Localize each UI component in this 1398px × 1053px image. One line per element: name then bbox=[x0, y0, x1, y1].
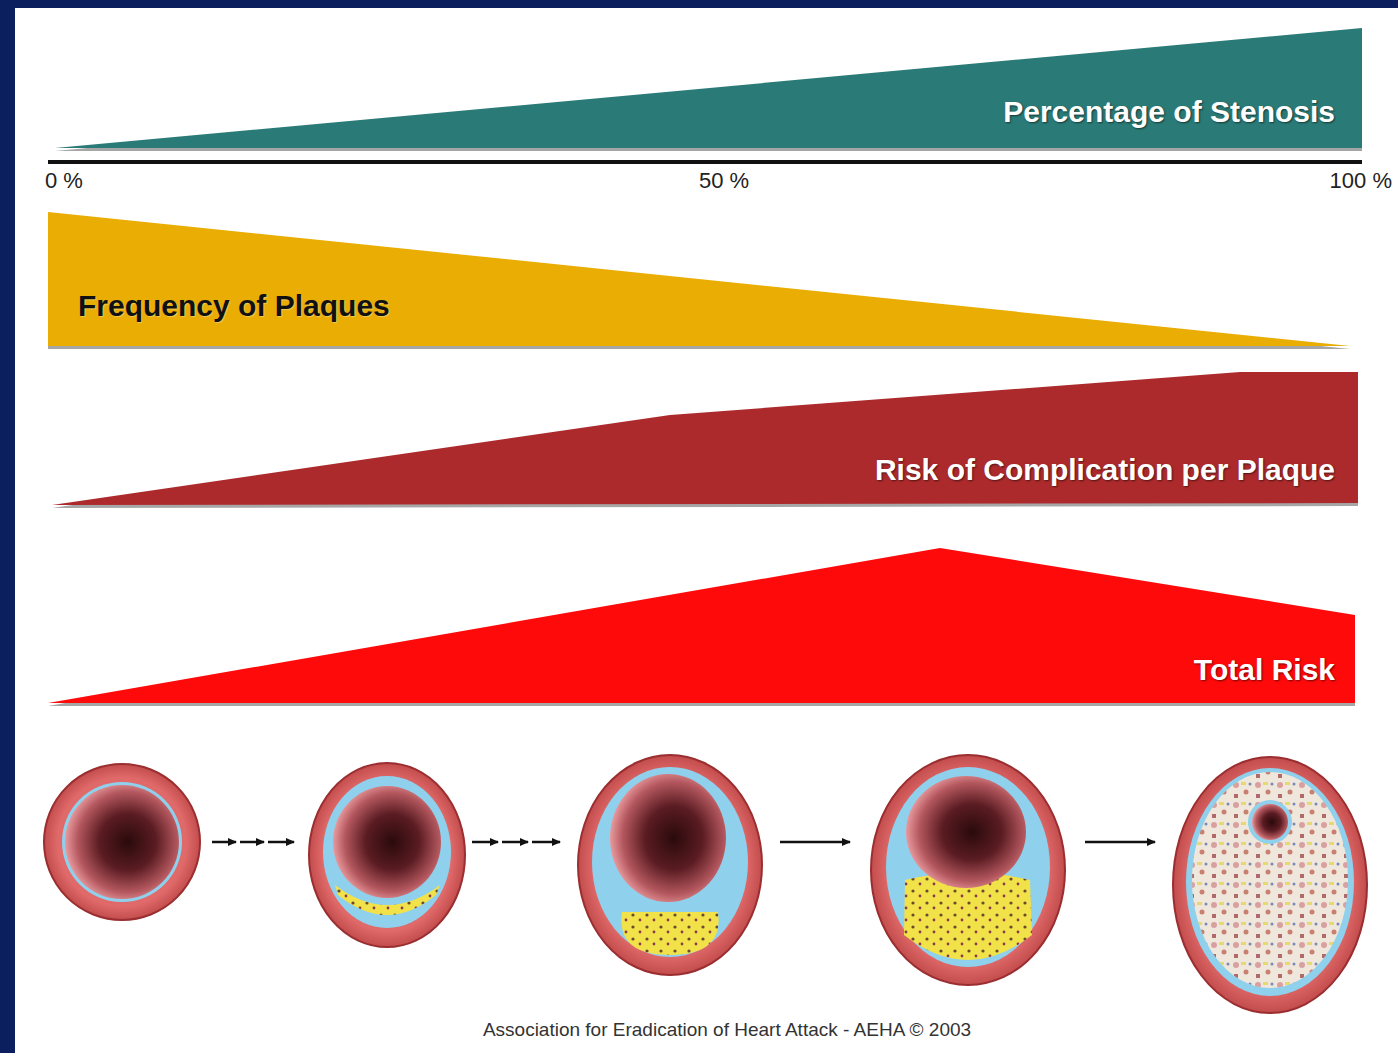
stenosis-band: Percentage of Stenosis bbox=[48, 22, 1368, 152]
plaque-frequency-band: Frequency of Plaques bbox=[44, 208, 1356, 350]
band-label: Frequency of Plaques bbox=[78, 289, 390, 324]
total-risk-band: Total Risk bbox=[44, 542, 1360, 708]
axis-tick-label: 100 % bbox=[1330, 169, 1392, 193]
axis-tick-label: 50 % bbox=[699, 169, 749, 193]
complication-risk-band: Risk of Complication per Plaque bbox=[48, 366, 1362, 508]
axis-tick-label: 0 % bbox=[45, 169, 83, 193]
band-shape bbox=[48, 366, 1362, 508]
band-shape bbox=[48, 22, 1368, 152]
band-label: Total Risk bbox=[1194, 653, 1335, 688]
band-label: Risk of Complication per Plaque bbox=[875, 453, 1335, 488]
band-shape bbox=[44, 208, 1356, 350]
band-label: Percentage of Stenosis bbox=[1003, 95, 1335, 130]
source-caption: Association for Eradication of Heart Att… bbox=[483, 1020, 971, 1041]
band-shape bbox=[44, 542, 1360, 708]
